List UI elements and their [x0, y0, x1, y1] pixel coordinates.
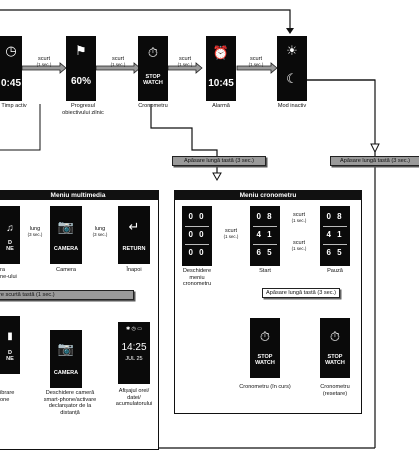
alarm-icon: ⏰	[212, 45, 230, 60]
sw-start-digit-2: 4 1	[256, 230, 274, 239]
daily-goal-value: 60%	[70, 76, 91, 87]
multimedia-title: Meniu multimedia	[0, 191, 158, 200]
screen-active-time: ◷ 0:45	[0, 36, 22, 101]
divider	[323, 244, 347, 245]
caption-alarm: Alarmă	[212, 103, 230, 109]
mm-screen-time: ✱ ◷ ▭ 14:25 JUL 25	[118, 322, 150, 384]
sw-open-digit-3: 0 0	[188, 248, 206, 257]
sun-icon: ☀	[286, 43, 298, 58]
sw-short-press-2: scurt(1 sec.)	[291, 212, 307, 223]
camera-icon: 📷	[57, 219, 75, 234]
sw-caption-open: Deschidere meniu cronometru	[182, 268, 212, 288]
mm-vibrate-label: D NE	[6, 350, 14, 362]
sw-pause-digit-1: 0 8	[326, 212, 344, 221]
alarm-value: 10:45	[208, 78, 234, 89]
sw-open-digit-1: 0 0	[188, 212, 206, 221]
mm-screen-camera: 📷 CAMERA	[50, 206, 82, 264]
sw-running-label: STOP WATCH	[255, 354, 275, 366]
divider	[253, 244, 277, 245]
stopwatch-icon: ⏱	[147, 45, 159, 60]
sw-screen-open: 0 0 0 0 0 0	[182, 206, 212, 266]
sw-start-digit-1: 0 8	[256, 212, 274, 221]
mm-caption-camera: Camera	[56, 267, 76, 273]
screen-stopwatch: ⏱ STOP WATCH	[138, 36, 168, 101]
mm-screen-phone: ♫ D NE	[0, 206, 20, 264]
timer-icon: ◷	[5, 43, 17, 58]
mm-long-press-2: lung(3 sec.)	[92, 226, 108, 237]
stopwatch-icon: ⏱	[329, 329, 341, 344]
mm-camera-label: CAMERA	[53, 246, 79, 252]
sw-pause-digit-2: 4 1	[326, 230, 344, 239]
divider	[253, 226, 277, 227]
mm-caption-remote-camera: Deschidere cameră smart-phone/activare d…	[43, 390, 97, 416]
caption-inactive-mode: Mod inactiv	[277, 103, 307, 109]
camera-shutter-icon: 📷	[57, 341, 75, 356]
short-press-label-4: scurt(1 sec.)	[248, 56, 264, 67]
mm-caption-vibrate: ibrare one	[0, 390, 15, 403]
sw-screen-pause: 0 8 4 1 6 5	[320, 206, 350, 266]
screen-daily-goal: ⚑ 60%	[66, 36, 96, 101]
sw-short-press-3: scurt(1 sec.)	[291, 240, 307, 251]
sw-long-press-pill: Apăsare lungă tastă (3 sec.)	[262, 288, 340, 298]
caption-daily-goal: Progresul obiectivului zilnic	[62, 103, 104, 116]
sw-reset-label: STOP WATCH	[325, 354, 345, 366]
mm-screen-return: ↵ RETURN	[118, 206, 150, 264]
return-icon: ↵	[128, 219, 140, 234]
sw-caption-reset: Cronometru (resetare)	[320, 384, 350, 397]
sw-screen-running: ⏱ STOP WATCH	[250, 318, 280, 378]
short-press-label-2: scurt(1 sec.)	[110, 56, 126, 67]
moon-icon: ☾	[286, 71, 298, 86]
mm-date-value: JUL 25	[125, 356, 143, 362]
sw-screen-reset: ⏱ STOP WATCH	[320, 318, 350, 378]
divider	[185, 244, 209, 245]
mm-caption-time: Afișajul orei/ datei/ acumulatorului	[115, 388, 153, 408]
long-press-box-inactive: Apăsare lungă tastă (3 sec.)	[330, 156, 419, 166]
mm-screen-remote-camera: 📷 CAMERA	[50, 330, 82, 388]
mm-short-press-bar: re scurtă tastă (1 sec.)	[0, 290, 134, 300]
mm-phone-label: D NE	[6, 240, 14, 252]
sw-start-digit-3: 6 5	[256, 248, 274, 257]
mm-caption-phone: ra ne-ului	[0, 267, 17, 280]
sw-pause-digit-3: 6 5	[326, 248, 344, 257]
mm-long-press-1: lung(3 sec.)	[27, 226, 43, 237]
sw-screen-start: 0 8 4 1 6 5	[250, 206, 280, 266]
sw-caption-start: Start	[259, 268, 271, 274]
mm-screen-vibrate: ▮ D NE	[0, 316, 20, 374]
flag-icon: ⚑	[75, 43, 87, 58]
vibrate-icon: ▮	[7, 331, 13, 342]
sw-caption-pause: Pauză	[327, 268, 343, 274]
speaker-icon: ♫	[6, 223, 14, 234]
status-icons: ✱ ◷ ▭	[125, 326, 143, 332]
divider	[185, 226, 209, 227]
caption-active-time: Timp activ	[1, 103, 27, 109]
sw-caption-running: Cronometru (în curs)	[239, 384, 291, 390]
stopwatch-label: STOP WATCH	[143, 74, 163, 86]
screen-inactive-mode: ☀ ☾	[277, 36, 307, 101]
sw-open-digit-2: 0 0	[188, 230, 206, 239]
mm-remote-camera-label: CAMERA	[53, 370, 79, 376]
active-time-value: 0:45	[0, 78, 21, 89]
caption-stopwatch: Cronometru	[138, 103, 168, 109]
short-press-label-3: scurt(1 sec.)	[177, 56, 193, 67]
mm-caption-return: Înapoi	[126, 267, 142, 273]
sw-short-press-1: scurt(1 sec.)	[223, 228, 239, 239]
screen-alarm: ⏰ 10:45	[206, 36, 236, 101]
long-press-box-stopwatch: Apăsare lungă tastă (3 sec.)	[172, 156, 266, 166]
mm-time-value: 14:25	[121, 342, 147, 353]
stopwatch-icon: ⏱	[259, 329, 271, 344]
divider	[323, 226, 347, 227]
stopwatch-menu-title: Meniu cronometru	[175, 191, 361, 200]
mm-return-label: RETURN	[122, 246, 146, 252]
short-press-label-1: scurt(1 sec.)	[36, 56, 52, 67]
